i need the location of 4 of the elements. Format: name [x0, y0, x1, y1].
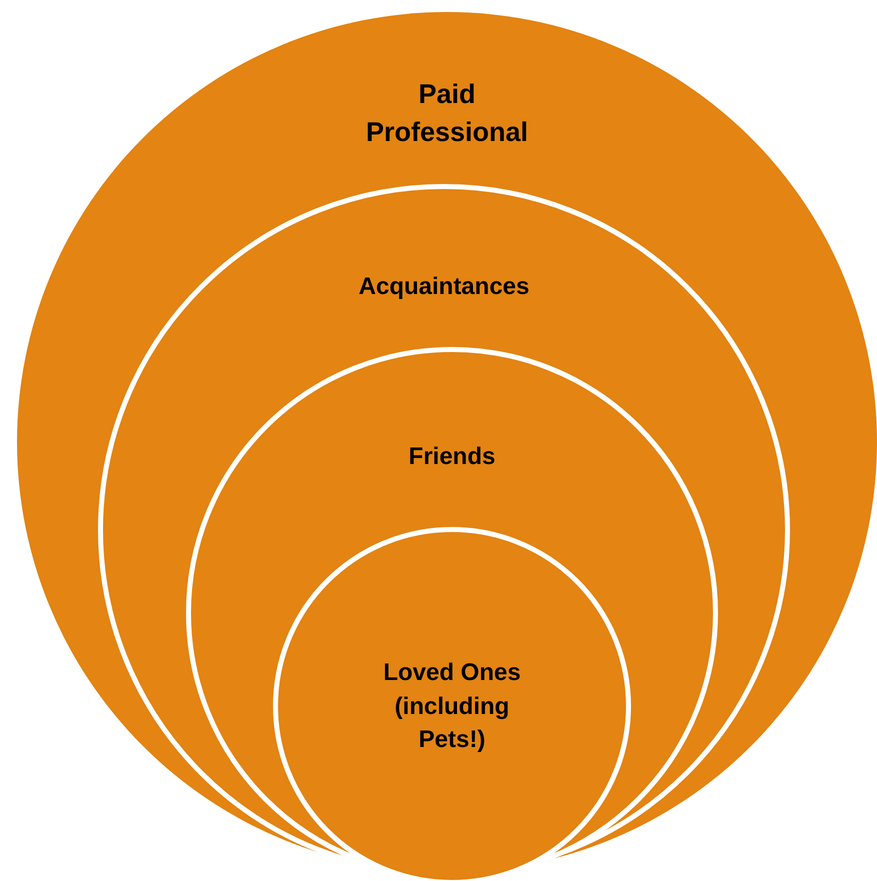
layer-label: Acquaintances: [358, 272, 530, 302]
layer-label: Friends: [408, 442, 496, 472]
layer-label: Loved Ones (including Pets!): [382, 658, 522, 756]
layer-label: Paid Professional: [364, 78, 530, 149]
